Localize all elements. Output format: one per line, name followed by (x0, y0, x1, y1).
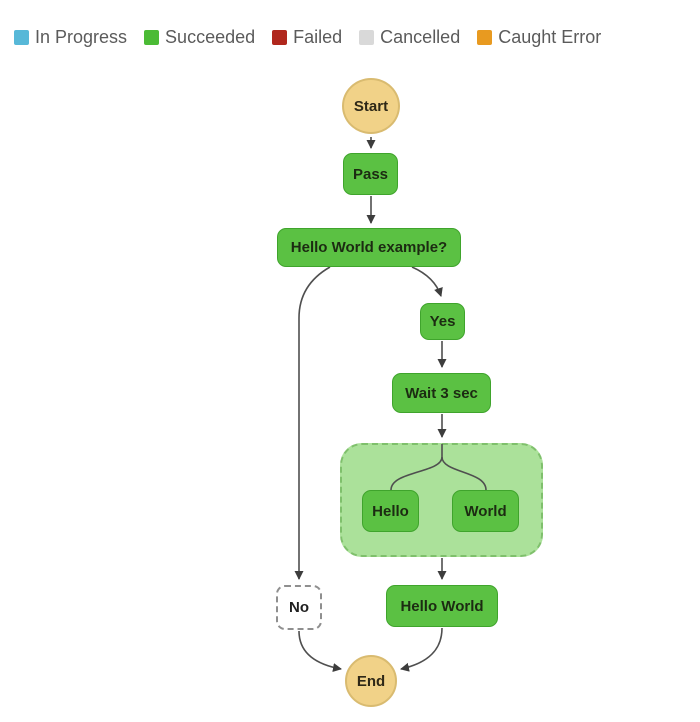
state-node-pass[interactable]: Pass (343, 153, 398, 195)
failed-swatch-icon (272, 30, 288, 45)
edge-helloworld-end (400, 627, 443, 672)
legend-item-cancelled: Cancelled (359, 27, 460, 48)
state-node-world[interactable]: World (452, 490, 519, 532)
cancelled-swatch-icon (359, 30, 375, 45)
edge-choice-yes (411, 266, 443, 297)
edge-choice-no (294, 266, 331, 580)
legend-label: In Progress (35, 27, 128, 47)
state-node-choice[interactable]: Hello World example? (277, 228, 461, 267)
state-node-no[interactable]: No (276, 585, 322, 630)
state-node-hello[interactable]: Hello (362, 490, 419, 532)
succeeded-swatch-icon (144, 30, 160, 45)
legend-item-caught-error: Caught Error (477, 27, 601, 48)
end-node: End (345, 655, 397, 707)
state-node-wait[interactable]: Wait 3 sec (392, 373, 491, 413)
legend-item-in-progress: In Progress (14, 27, 127, 48)
legend-label: Failed (293, 27, 343, 47)
legend-item-failed: Failed (272, 27, 342, 48)
legend-item-succeeded: Succeeded (144, 27, 255, 48)
state-node-hello-world[interactable]: Hello World (386, 585, 498, 627)
in-progress-swatch-icon (14, 30, 29, 45)
caught-error-swatch-icon (477, 30, 493, 45)
legend-label: Succeeded (165, 27, 256, 47)
state-node-yes[interactable]: Yes (420, 303, 465, 340)
status-legend: In Progress Succeeded Failed Cancelled C… (14, 27, 601, 48)
legend-label: Caught Error (498, 27, 602, 47)
start-node: Start (342, 78, 400, 134)
legend-label: Cancelled (380, 27, 461, 47)
edge-no-end (298, 630, 342, 672)
